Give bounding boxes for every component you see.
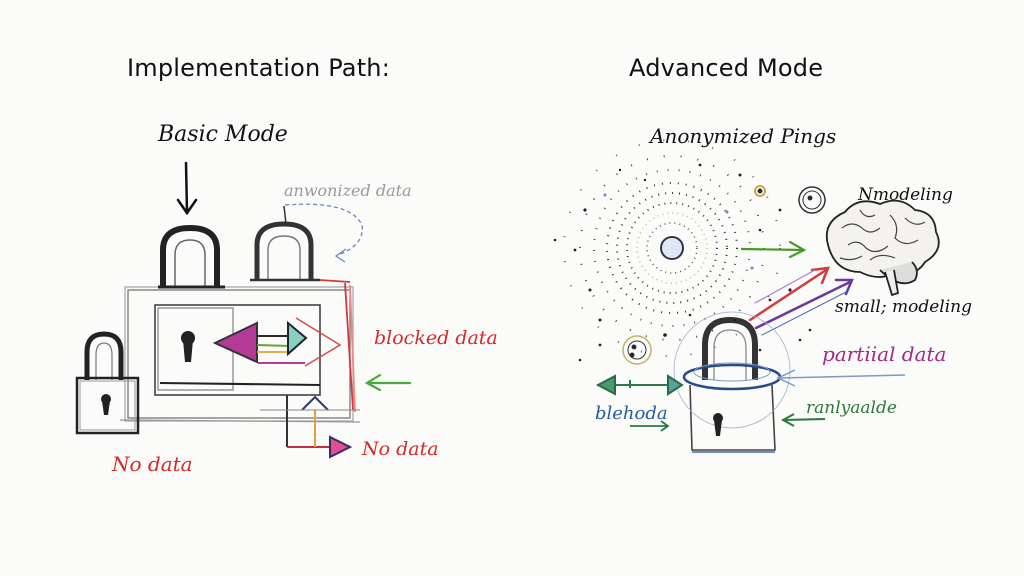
advanced-lock [673, 311, 791, 453]
no-data-label-right: No data [362, 438, 439, 460]
ping-cloud [563, 139, 781, 357]
green-double-arrow [595, 374, 684, 396]
small-keyhole-icon [101, 394, 111, 415]
blehoda-label: blehoda [595, 403, 668, 424]
brain-icon [825, 199, 940, 297]
lock-shackle-right [250, 205, 320, 282]
ping-center-icon [660, 236, 684, 260]
bidirectional-arrow [212, 317, 342, 367]
partial-data-label: partiial data [822, 342, 947, 366]
blue-arrow-left [776, 369, 906, 387]
left-panel-title: Implementation Path: [127, 54, 391, 82]
green-arrow-right [740, 240, 807, 259]
no-data-label-left: No data [112, 452, 193, 476]
anonymized-data-label: anwonized data [284, 181, 412, 200]
no-data-connector [260, 395, 360, 459]
small-lock [75, 331, 140, 435]
red-boundary [319, 279, 356, 413]
node-icon [622, 185, 826, 365]
anonymized-pings-label: Anonymized Pings [650, 124, 837, 148]
right-panel-title: Advanced Mode [629, 54, 824, 82]
modeling-label: Nmodeling [858, 185, 953, 205]
green-arrow-left [364, 373, 412, 392]
lock-shackle-left [158, 224, 225, 289]
basic-mode-label: Basic Mode [158, 122, 288, 147]
small-modeling-label: small; modeling [835, 297, 972, 317]
diagonal-arrows [748, 266, 854, 336]
green-arrow-small [630, 420, 670, 432]
ranlyaalde-label: ranlyaalde [806, 398, 897, 418]
dashed-curve-arrow [284, 203, 363, 256]
scatter-dots [553, 163, 812, 362]
green-arrow-left-2 [780, 413, 826, 427]
down-arrow-icon [176, 161, 198, 216]
keyhole-icon [181, 331, 195, 362]
advanced-keyhole-icon [713, 413, 723, 436]
blocked-data-label: blocked data [374, 327, 498, 349]
